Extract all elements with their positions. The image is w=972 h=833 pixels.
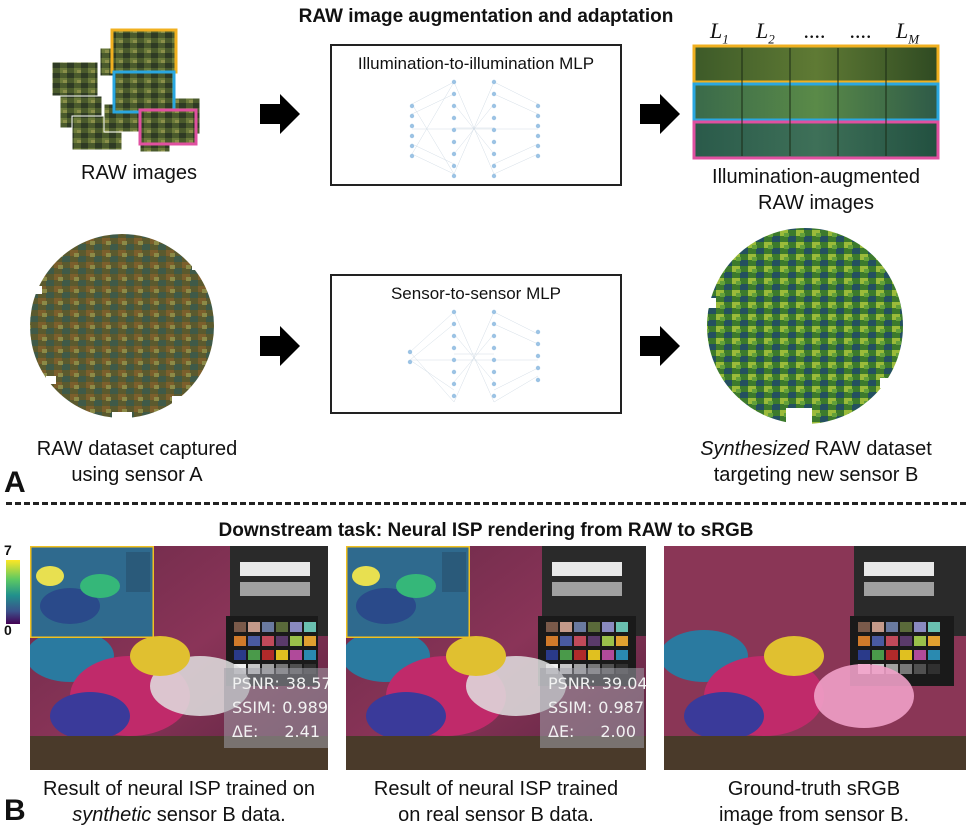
gt-caption-line2: image from sensor B. bbox=[718, 804, 910, 826]
synth-caption-line1: Synthesized RAW dataset bbox=[680, 436, 952, 462]
synth-caption-line2: targeting new sensor B bbox=[713, 464, 919, 486]
augmented-strip-yellow bbox=[692, 44, 940, 84]
illum-label-dots: .... bbox=[804, 18, 826, 43]
error-map-inset bbox=[346, 546, 470, 638]
panel-a-letter: A bbox=[4, 466, 26, 499]
colorbar-max-label: 7 bbox=[4, 542, 12, 558]
psnr-label: PSNR: bbox=[548, 674, 596, 693]
delta-e-value: 2.41 bbox=[284, 722, 320, 741]
raw-images-collage bbox=[51, 28, 201, 153]
synth-caption-italic: Synthesized bbox=[700, 438, 810, 460]
psnr-value: 38.57 bbox=[285, 674, 328, 693]
illumination-mlp-box: Illumination-to-illumination MLP bbox=[330, 44, 622, 186]
neural-network-diagram-icon bbox=[407, 309, 541, 403]
colorbar bbox=[6, 560, 20, 624]
sensor-mlp-box: Sensor-to-sensor MLP bbox=[330, 274, 622, 414]
illum-label-l2: L2 bbox=[756, 18, 775, 47]
augmented-strip-pink bbox=[692, 120, 940, 160]
panel-a-title: RAW image augmentation and adaptation bbox=[298, 6, 674, 27]
synth-caption-rest: RAW dataset bbox=[809, 438, 932, 460]
delta-e-value: 2.00 bbox=[600, 722, 636, 741]
result-image-real: PSNR: 39.04 SSIM: 0.987 ΔE: 2.00 bbox=[346, 546, 646, 770]
dataset-caption-line1: RAW dataset captured bbox=[36, 438, 238, 460]
illum-label-dots: .... bbox=[850, 18, 872, 43]
raw-images-caption: RAW images bbox=[81, 162, 197, 184]
colorbar-min-label: 0 bbox=[4, 622, 12, 638]
result1-caption-line1: Result of neural ISP trained on bbox=[42, 778, 316, 800]
result1-caption-line2: synthetic sensor B data. bbox=[18, 802, 340, 828]
result1-caption-italic: synthetic bbox=[72, 804, 152, 826]
panel-b-title: Downstream task: Neural ISP rendering fr… bbox=[218, 520, 754, 541]
arrow-right-icon bbox=[640, 326, 680, 366]
delta-e-label: ΔE: bbox=[232, 722, 259, 741]
dataset-caption-line2: using sensor A bbox=[71, 464, 203, 486]
metrics-panel: PSNR: 39.04 SSIM: 0.987 ΔE: 2.00 bbox=[540, 668, 646, 748]
metrics-panel: PSNR: 38.57 SSIM: 0.989 ΔE: 2.41 bbox=[224, 668, 328, 748]
neural-network-diagram-icon bbox=[409, 79, 541, 179]
sensor-mlp-title: Sensor-to-sensor MLP bbox=[390, 284, 562, 303]
gt-caption-line1: Ground-truth sRGB bbox=[727, 778, 901, 800]
arrow-right-icon bbox=[640, 94, 680, 134]
result-image-synthetic: PSNR: 38.57 SSIM: 0.989 ΔE: 2.41 bbox=[30, 546, 328, 770]
ssim-value: 0.987 bbox=[598, 698, 645, 717]
illum-label-l1: L1 bbox=[710, 18, 729, 47]
synthesized-dataset-cloud bbox=[704, 228, 903, 424]
result2-caption-line2: on real sensor B data. bbox=[398, 804, 594, 826]
illumination-mlp-title: Illumination-to-illumination MLP bbox=[357, 54, 595, 73]
ssim-label: SSIM: bbox=[548, 698, 593, 717]
ssim-value: 0.989 bbox=[282, 698, 328, 717]
ssim-label: SSIM: bbox=[232, 698, 277, 717]
ground-truth-image bbox=[664, 546, 966, 770]
arrow-right-icon bbox=[260, 94, 300, 134]
error-map-inset bbox=[30, 546, 154, 638]
delta-e-label: ΔE: bbox=[548, 722, 575, 741]
result1-caption-rest: sensor B data. bbox=[151, 804, 286, 826]
arrow-right-icon bbox=[260, 326, 300, 366]
illum-label-lm: LM bbox=[896, 18, 920, 47]
augmented-caption-line2: RAW images bbox=[758, 192, 874, 214]
augmented-strip-blue bbox=[692, 82, 940, 122]
psnr-value: 39.04 bbox=[601, 674, 646, 693]
result2-caption-line1: Result of neural ISP trained bbox=[373, 778, 619, 800]
panel-divider bbox=[6, 502, 966, 505]
psnr-label: PSNR: bbox=[232, 674, 280, 693]
augmented-strips bbox=[692, 44, 940, 160]
illumination-labels: L1 L2 .... .... LM bbox=[700, 18, 940, 46]
augmented-caption-line1: Illumination-augmented bbox=[712, 166, 920, 188]
panel-b-letter: B bbox=[4, 794, 26, 827]
raw-dataset-cloud bbox=[28, 234, 214, 422]
